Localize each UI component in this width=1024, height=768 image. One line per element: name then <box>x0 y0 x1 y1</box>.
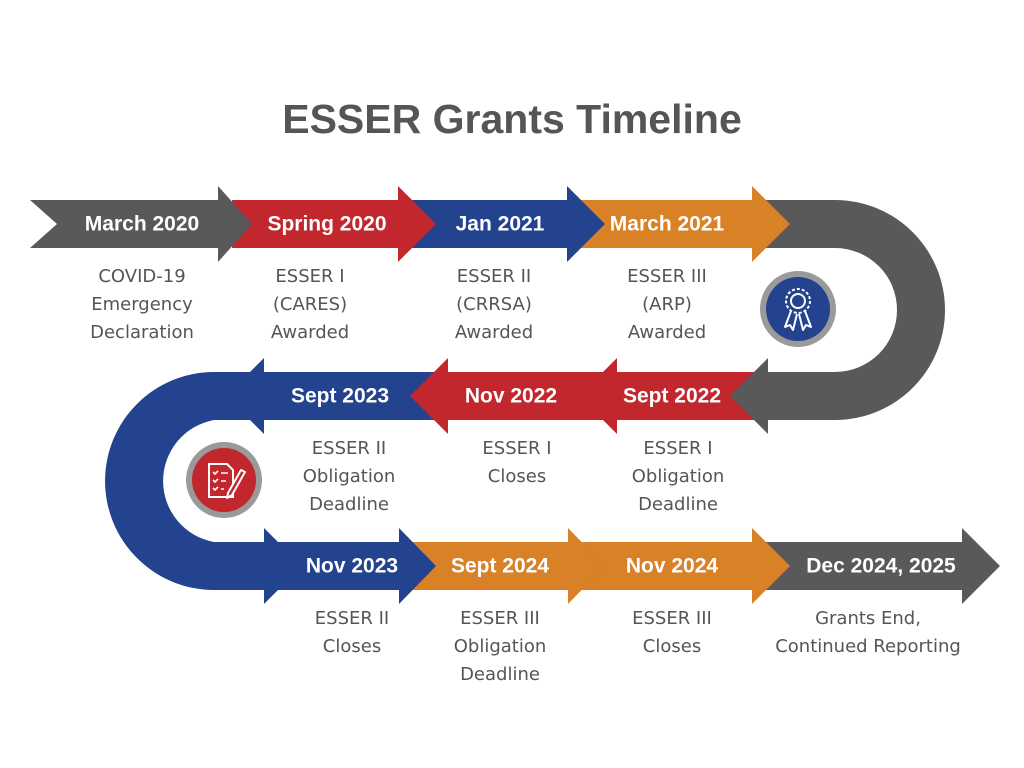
desc-line: Closes <box>488 466 546 487</box>
desc-line: ESSER II <box>457 266 531 287</box>
desc-line: Awarded <box>455 322 533 343</box>
desc-line: ESSER III <box>632 608 712 629</box>
desc-line: ESSER II <box>315 608 389 629</box>
desc-line: Continued Reporting <box>775 636 961 657</box>
date-label: Nov 2023 <box>306 555 398 578</box>
date-label: Spring 2020 <box>267 213 386 236</box>
arrow-sept-2023 <box>226 358 448 434</box>
desc-line: Emergency <box>91 294 193 315</box>
date-label: Nov 2022 <box>465 385 557 408</box>
desc-line: Awarded <box>628 322 706 343</box>
page-title: ESSER Grants Timeline <box>282 96 742 142</box>
desc-line: Declaration <box>90 322 194 343</box>
award-ribbon-icon <box>760 271 836 347</box>
arrow-march-2021 <box>567 186 790 262</box>
arrow-sept-2024 <box>399 528 605 604</box>
arrow-jan-2021 <box>398 186 605 262</box>
date-label: Sept 2022 <box>623 385 721 408</box>
desc-line: (ARP) <box>642 294 692 315</box>
blue-notch-head <box>264 528 290 604</box>
arrow-spring-2020 <box>232 186 436 262</box>
desc-line: (CRRSA) <box>456 294 532 315</box>
arrow-nov-2024 <box>568 528 790 604</box>
desc-line: ESSER III <box>460 608 540 629</box>
desc-line: Grants End, <box>815 608 921 629</box>
date-label: Jan 2021 <box>456 213 545 236</box>
desc-line: Deadline <box>309 494 389 515</box>
desc-line: ESSER I <box>643 438 712 459</box>
desc-line: Obligation <box>454 636 547 657</box>
date-label: Sept 2023 <box>291 385 389 408</box>
arrow-dec-2024-2025 <box>752 528 1000 604</box>
desc-line: ESSER II <box>312 438 386 459</box>
desc-line: Awarded <box>271 322 349 343</box>
desc-line: ESSER I <box>275 266 344 287</box>
date-label: Nov 2024 <box>626 555 719 578</box>
date-label: Sept 2024 <box>451 555 549 578</box>
desc-line: Closes <box>323 636 381 657</box>
arrow-sept-2022 <box>579 358 768 434</box>
date-label: March 2021 <box>610 213 725 236</box>
desc-line: Obligation <box>632 466 725 487</box>
desc-line: ESSER I <box>482 438 551 459</box>
gray-u-turn-right <box>752 200 945 420</box>
checklist-pen-icon <box>186 442 262 518</box>
desc-line: COVID-19 <box>98 266 185 287</box>
desc-line: Deadline <box>638 494 718 515</box>
date-label: March 2020 <box>85 213 199 236</box>
desc-line: Obligation <box>303 466 396 487</box>
desc-line: ESSER III <box>627 266 707 287</box>
desc-line: Closes <box>643 636 701 657</box>
blue-u-turn-left <box>105 372 264 590</box>
desc-line: (CARES) <box>273 294 347 315</box>
arrow-gray-head-left <box>730 358 790 434</box>
arrow-march-2020 <box>30 186 252 262</box>
desc-line: Deadline <box>460 664 540 685</box>
arrow-nov-2022 <box>410 358 617 434</box>
date-label: Dec 2024, 2025 <box>806 555 956 578</box>
